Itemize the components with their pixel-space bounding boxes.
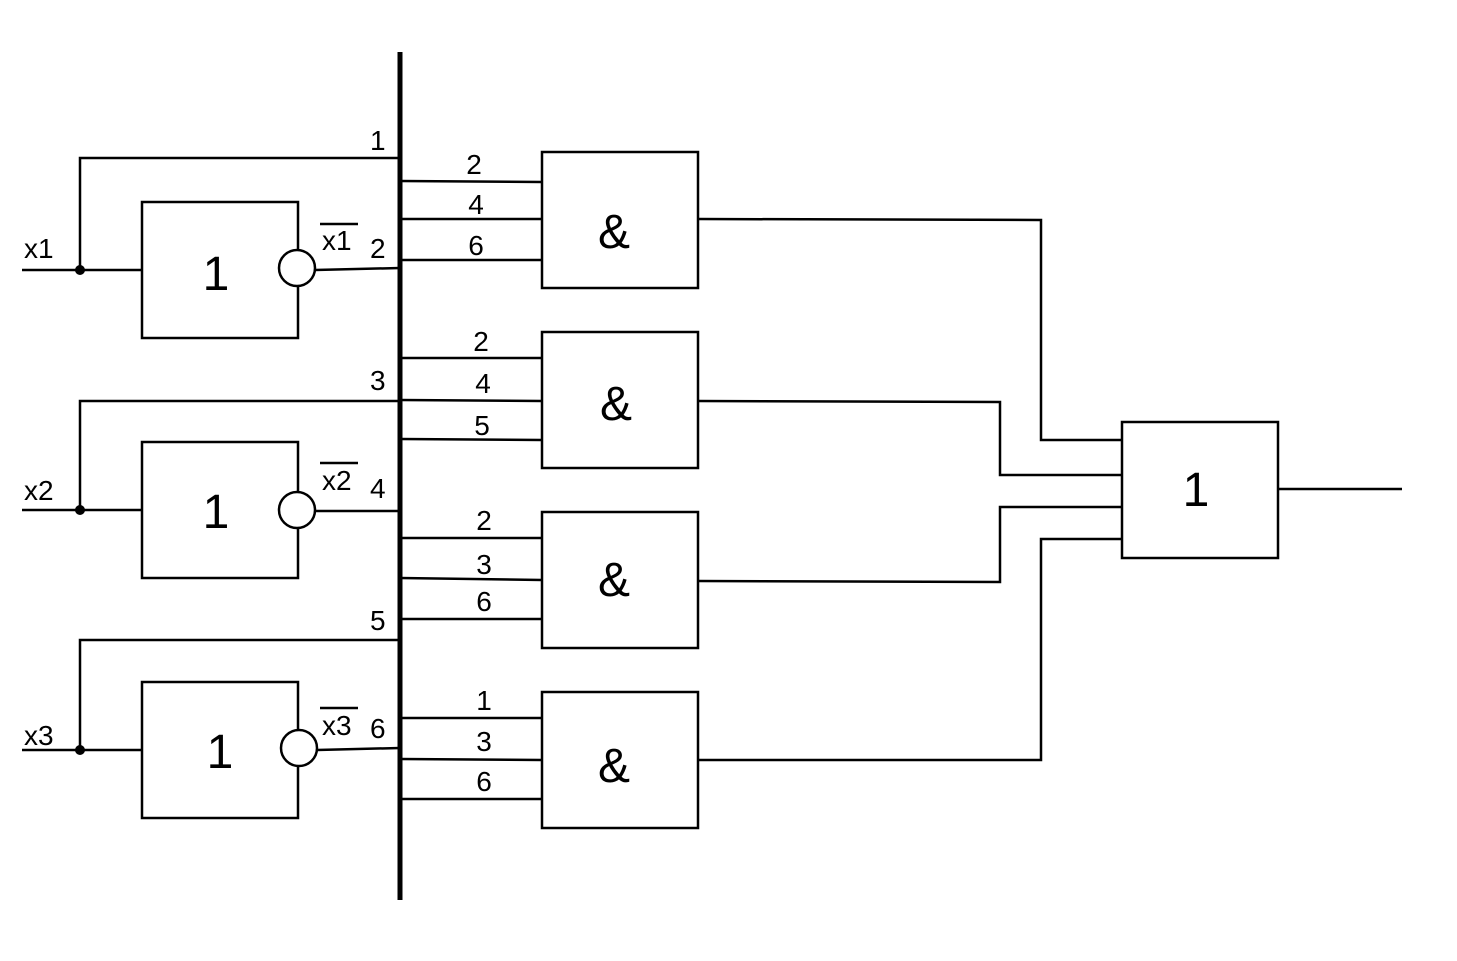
direct-wire-x1 <box>78 156 400 270</box>
and-gate-symbol: & <box>600 378 632 431</box>
bus-line-label-6: 6 <box>370 713 386 744</box>
and-gate-box <box>540 330 700 470</box>
or-gate-symbol: 1 <box>1183 464 1210 517</box>
or-gate-box <box>1120 420 1280 560</box>
bus-line-label-1: 1 <box>370 125 386 156</box>
and-gate-box <box>540 510 700 650</box>
and-input-label: 3 <box>476 549 492 580</box>
bus-line-label-5: 5 <box>370 605 386 636</box>
junction-dot <box>75 265 85 275</box>
junction-dot <box>75 745 85 755</box>
not-gate-symbol: 1 <box>207 726 234 779</box>
and-input-label: 2 <box>476 505 492 536</box>
and-gate-input-wire <box>399 398 543 403</box>
not-gate-symbol: 1 <box>203 486 230 539</box>
and-input-label: 6 <box>468 230 484 261</box>
not-gate-symbol: 1 <box>203 248 230 301</box>
and-gate-symbol: & <box>598 554 630 607</box>
input-stage-x2: 1 x2 x2 3 4 <box>22 365 400 580</box>
not-gate-x3 <box>140 680 300 820</box>
and-input-label: 3 <box>476 726 492 757</box>
and-input-label: 2 <box>466 149 482 180</box>
inverted-label-x3: x3 <box>322 710 352 741</box>
inversion-bubble <box>277 490 317 530</box>
and-gate-1: & 2 4 6 <box>399 149 700 290</box>
and-input-label: 6 <box>476 766 492 797</box>
inverted-label-x2: x2 <box>322 465 352 496</box>
and-1-output-wire <box>697 217 1122 442</box>
and-3-output-wire <box>697 505 1122 584</box>
direct-wire-x2 <box>78 399 400 510</box>
inverted-wire-x3 <box>316 746 401 752</box>
and-gate-symbol: & <box>598 206 630 259</box>
not-gate-x1 <box>140 200 300 340</box>
and-input-label: 4 <box>475 368 491 399</box>
and-gate-3: & 2 3 6 <box>399 505 700 650</box>
inverted-wire-x1 <box>314 266 401 272</box>
bus-line-label-4: 4 <box>370 473 386 504</box>
and-gate-box <box>540 150 700 290</box>
direct-wire-x3 <box>78 638 400 750</box>
and-input-label: 1 <box>476 685 492 716</box>
and-input-label: 4 <box>468 189 484 220</box>
input-stage-x1: 1 x1 x1 1 2 <box>22 125 401 340</box>
inversion-bubble <box>279 728 319 768</box>
input-label-x1: x1 <box>24 233 54 264</box>
and-gate-4: & 1 3 6 <box>399 685 700 830</box>
and-input-label: 5 <box>474 410 490 441</box>
and-2-output-wire <box>697 399 1122 477</box>
or-gate: 1 <box>1120 420 1402 560</box>
and-4-output-wire <box>698 537 1122 762</box>
and-gate-input-wire <box>399 437 543 442</box>
input-label-x2: x2 <box>24 475 54 506</box>
and-gate-2: & 2 4 5 <box>399 326 700 470</box>
inversion-bubble <box>277 248 317 288</box>
input-label-x3: x3 <box>24 720 54 751</box>
and-gate-input-wire <box>399 757 543 762</box>
and-input-label: 2 <box>473 326 489 357</box>
and-input-label: 6 <box>476 586 492 617</box>
input-stage-x3: 1 x3 x3 5 6 <box>22 605 401 820</box>
and-gate-input-wire <box>399 576 543 582</box>
bus-line-label-2: 2 <box>370 233 386 264</box>
bus-line-label-3: 3 <box>370 365 386 396</box>
and-gate-symbol: & <box>598 740 630 793</box>
and-gate-input-wire <box>399 179 543 184</box>
junction-dot <box>75 505 85 515</box>
inverted-label-x1: x1 <box>322 225 352 256</box>
